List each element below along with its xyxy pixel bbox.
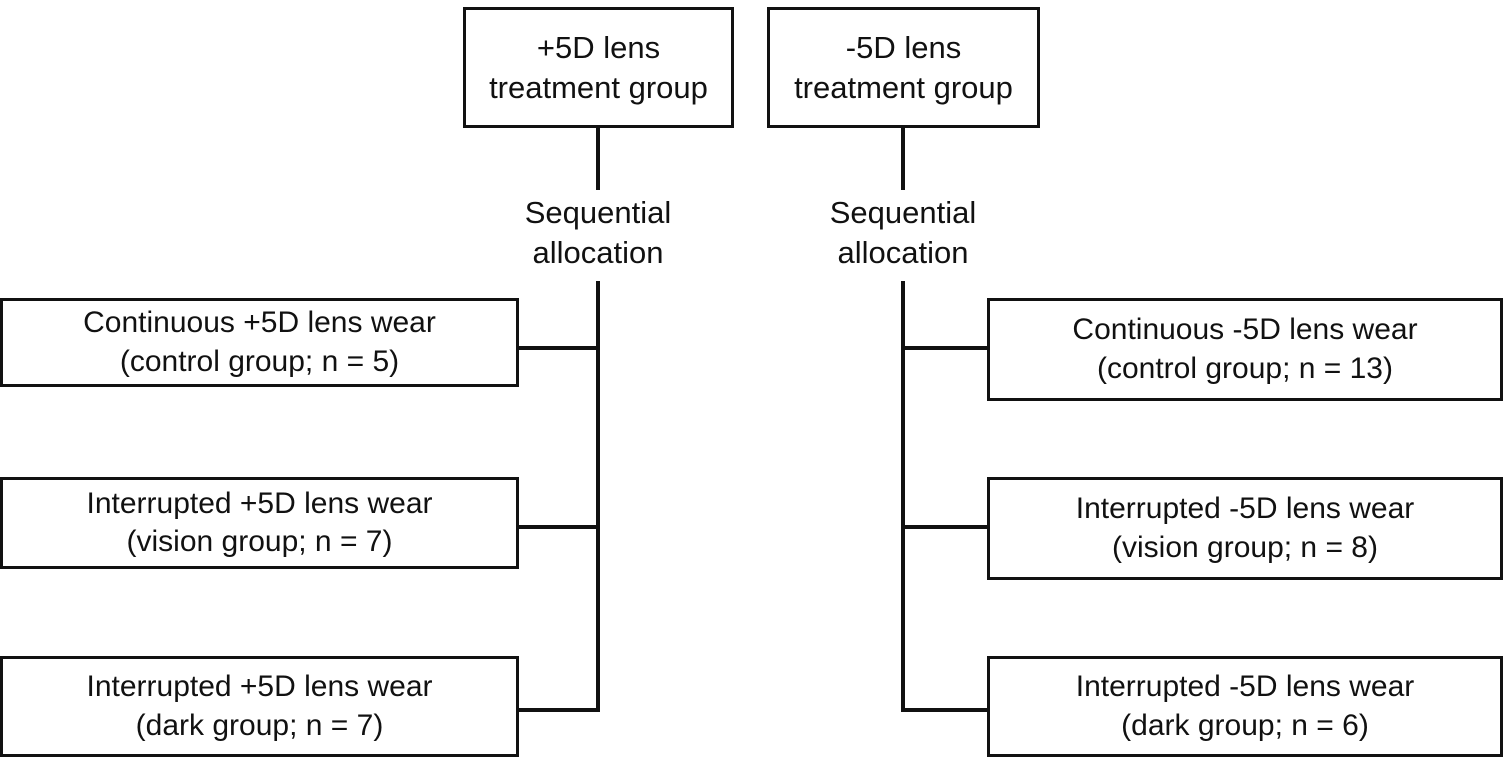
label-left-allocation-line2: allocation	[532, 235, 664, 271]
label-right-sequential-allocation: Sequential allocation	[703, 193, 1103, 274]
node-left-vision-group: Interrupted +5D lens wear (vision group;…	[0, 477, 519, 569]
node-plus5d-treatment-group: +5D lens treatment group	[463, 7, 734, 128]
node-minus5d-line1: -5D lens	[845, 29, 962, 65]
node-left-vision-line1: Interrupted +5D lens wear	[86, 486, 433, 520]
node-minus5d-line2: treatment group	[794, 69, 1013, 105]
node-plus5d-line1: +5D lens	[536, 29, 661, 65]
node-right-dark-group: Interrupted -5D lens wear (dark group; n…	[987, 656, 1503, 757]
node-right-vision-group: Interrupted -5D lens wear (vision group;…	[987, 477, 1503, 580]
connector-left-branch-dark	[516, 708, 598, 712]
node-right-dark-line1: Interrupted -5D lens wear	[1075, 670, 1415, 704]
node-left-vision-line2: (vision group; n = 7)	[126, 525, 393, 558]
connector-right-trunk	[901, 281, 905, 712]
connector-right-stem-top	[901, 128, 905, 190]
node-left-control-line1: Continuous +5D lens wear	[83, 306, 436, 340]
connector-right-branch-vision	[901, 525, 989, 529]
node-right-control-line2: (control group; n = 13)	[1096, 351, 1393, 385]
node-left-control-line2: (control group; n = 5)	[119, 344, 400, 378]
label-left-allocation-line1: Sequential	[524, 195, 672, 230]
connector-left-trunk	[596, 281, 600, 712]
label-right-allocation-line2: allocation	[837, 235, 969, 271]
node-minus5d-treatment-group: -5D lens treatment group	[767, 7, 1040, 128]
connector-left-branch-vision	[516, 525, 598, 529]
node-right-control-group: Continuous -5D lens wear (control group;…	[987, 298, 1503, 401]
label-left-sequential-allocation: Sequential allocation	[398, 193, 798, 274]
node-plus5d-line2: treatment group	[489, 69, 708, 105]
node-right-vision-line2: (vision group; n = 8)	[1112, 530, 1378, 564]
node-left-dark-line2: (dark group; n = 7)	[135, 708, 384, 742]
node-left-dark-line1: Interrupted +5D lens wear	[86, 670, 433, 704]
connector-left-branch-control	[516, 346, 598, 350]
connector-right-branch-control	[901, 346, 989, 350]
node-right-dark-line2: (dark group; n = 6)	[1121, 708, 1369, 742]
connector-left-stem-top	[596, 128, 600, 190]
node-left-control-group: Continuous +5D lens wear (control group;…	[0, 298, 519, 387]
node-right-control-line1: Continuous -5D lens wear	[1072, 313, 1418, 347]
node-left-dark-group: Interrupted +5D lens wear (dark group; n…	[0, 656, 519, 757]
label-right-allocation-line1: Sequential	[829, 195, 977, 230]
node-right-vision-line1: Interrupted -5D lens wear	[1075, 492, 1415, 526]
connector-right-branch-dark	[901, 708, 989, 712]
